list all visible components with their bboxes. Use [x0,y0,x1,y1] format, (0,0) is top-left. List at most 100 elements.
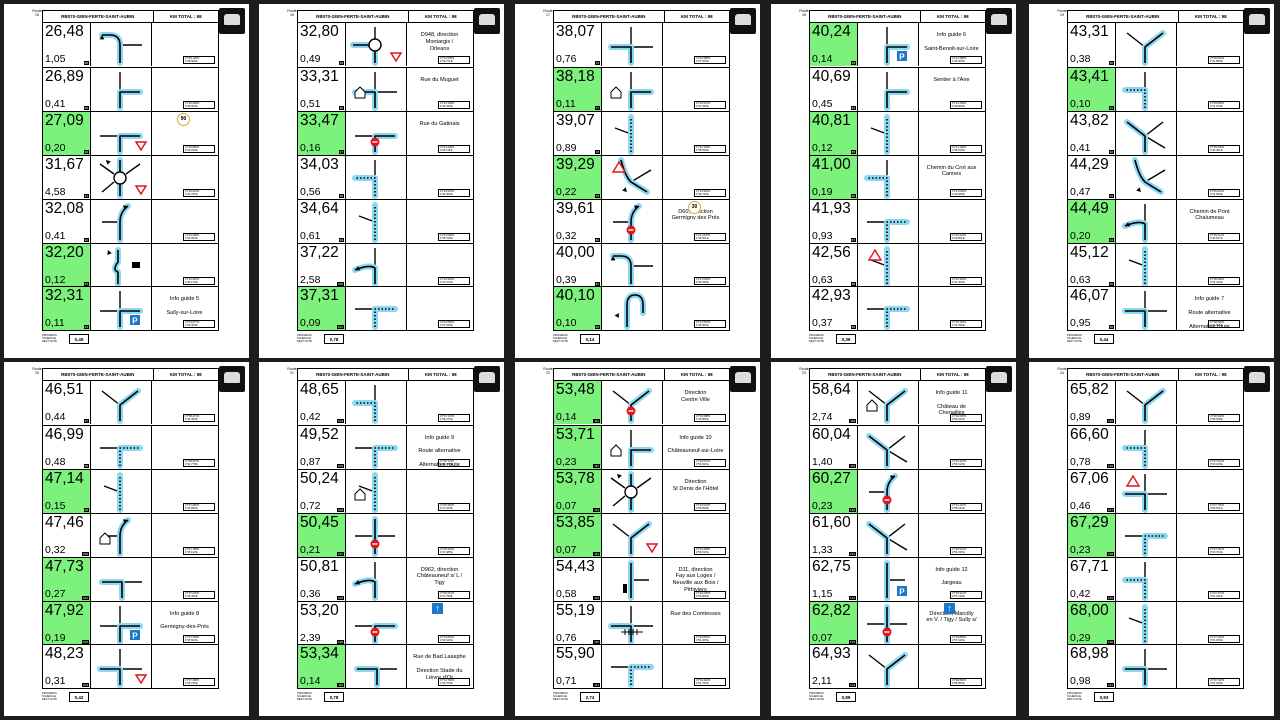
arrowhead-icon [1125,221,1130,227]
km-partial-value: 0,21 [300,543,321,556]
offroad-logo [219,8,245,34]
gps-coordinates: 47°37.548'N 2°45.503'E [183,634,215,643]
km-partial-value: 0,78 [1070,455,1091,468]
row-index: 100 [336,281,344,286]
tulip-svg [1122,203,1148,243]
info-cell: 47°43.978'N 2°34.560'E [406,156,473,199]
route-name: RB070-GIEN-FERTE-SAINT-AUBIN [1068,11,1179,22]
tulip-svg [611,664,654,689]
gps-coordinates: 47°29.921'N 2°57.139'E [950,590,982,599]
info-text: Info guide 11 Château de Chenailles [935,390,968,417]
jeep-icon [735,372,751,383]
tulip-svg [614,292,646,331]
row-index: 119 [849,463,856,468]
row-index: 106 [336,507,344,512]
km-partial-value: 0,63 [1070,273,1091,286]
row-index: 128 [1106,551,1114,556]
km-total-value: 46,51 [45,381,84,398]
info-cell: 47°38.274'N 2°44.399'E [151,381,218,424]
gps-coordinates: 47°27.371'N 3°01.031'E [1208,590,1240,599]
route-highlight [97,666,123,689]
tulip-svg [355,444,398,469]
tulip-diagram [857,513,919,557]
info-text: Chemin du Crot aux Cannes [926,164,977,178]
route-highlight [117,388,141,424]
gps-coordinates: 47°28.800'N 2°58.850'E [950,678,982,687]
